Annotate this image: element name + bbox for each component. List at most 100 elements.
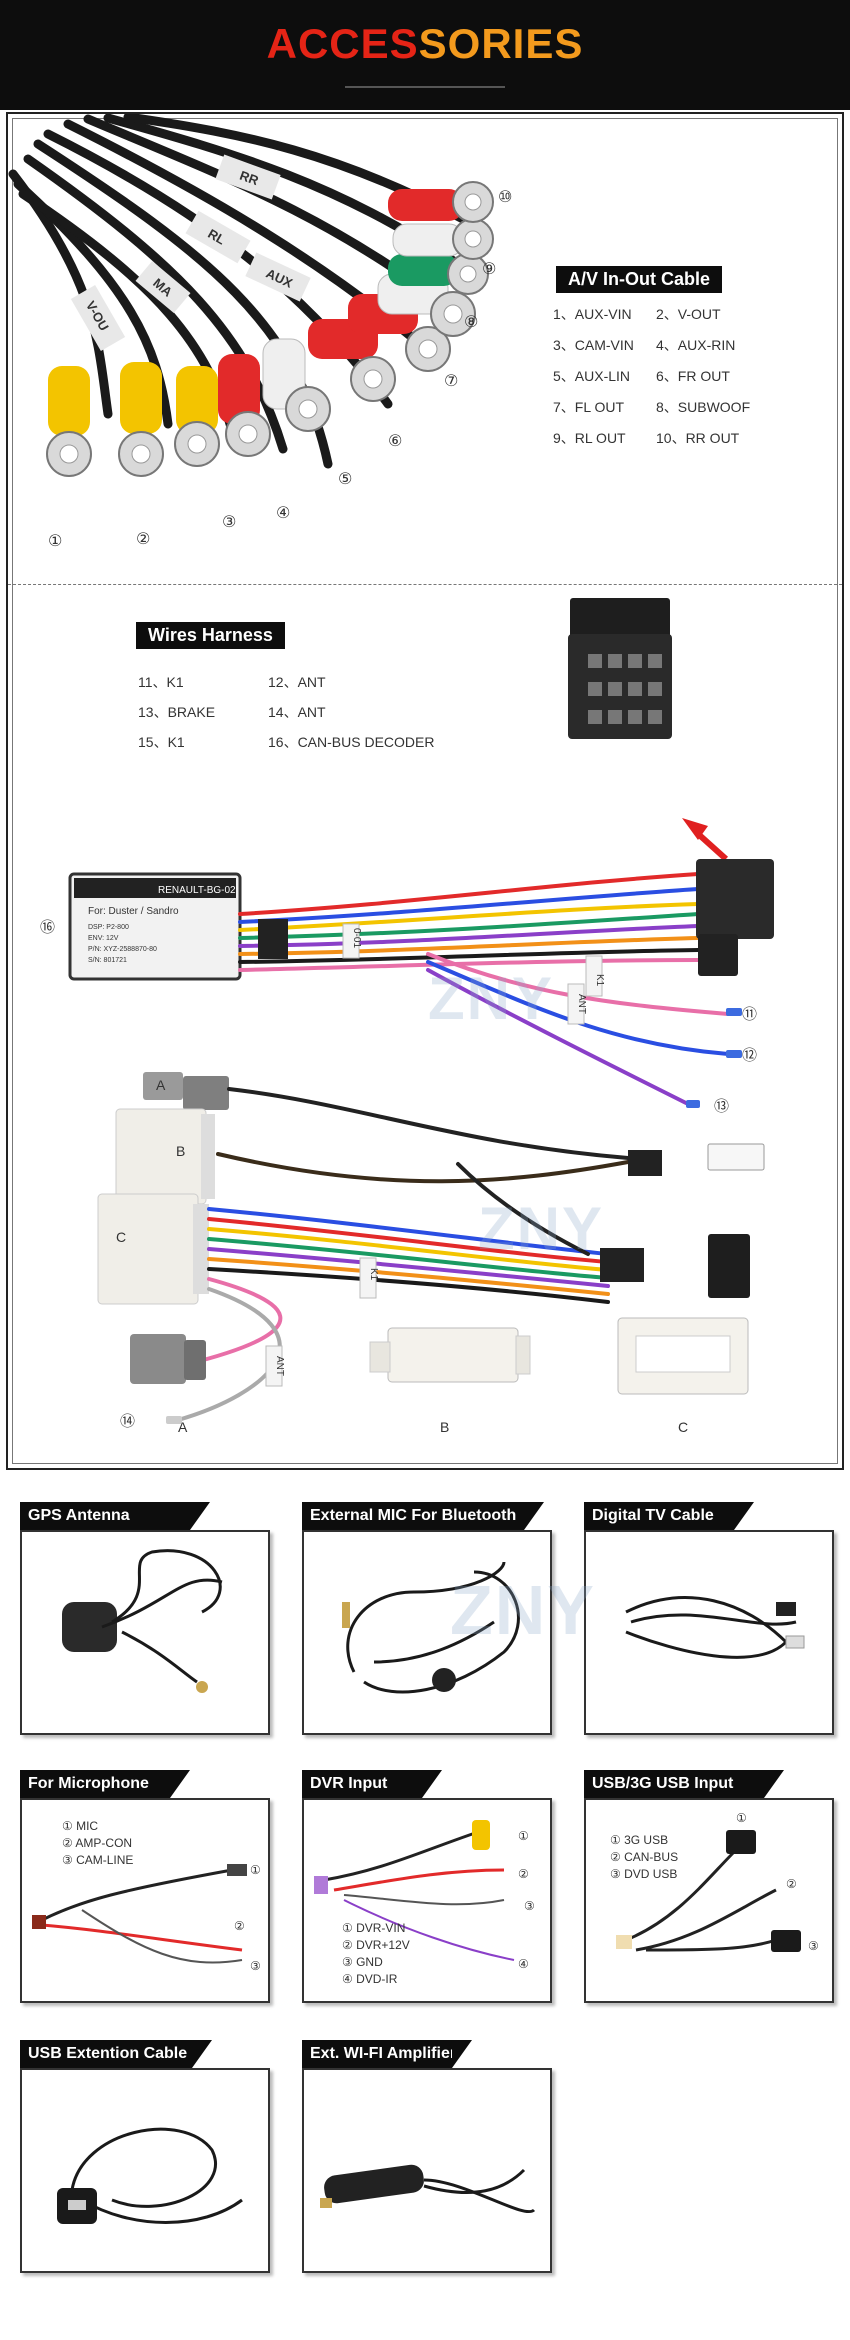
dvr-callout-2: ② [518,1867,529,1881]
callout-14: ⑭ [120,1412,135,1430]
mic-item-1: ① MIC [62,1819,99,1833]
cable-6 [43,129,393,409]
card-wifi-amplifier [302,2068,552,2273]
harness-item-16: 16、CAN-BUS DECODER [268,734,435,750]
harness-item-12: 12、ANT [268,674,326,690]
title-underline [345,86,505,88]
connector-detail-b [369,1327,531,1383]
harness-connector-a [143,1072,229,1110]
mic-callout-1: ① [250,1863,261,1877]
callout-9: ⑨ [482,259,496,278]
upper-wire-sleeve [258,919,288,959]
av-item-10: 10、RR OUT [656,430,740,446]
main-panel: RR RL MA V-OU AUX [6,112,844,1470]
iso-connector [568,598,672,739]
connector-label-c: C [678,1419,688,1435]
decoder-line-1: DSP: P2-800 [88,924,129,931]
connector-label-b: B [440,1419,449,1435]
decoder-line-2: ENV: 12V [88,935,119,942]
lower-black-connector [708,1234,750,1298]
digital-tv-cable-image [625,1596,805,1659]
dvr-item-1: ① DVR-VIN [342,1921,406,1935]
decoder-line-3: P/N: XYZ-2588870-80 [88,946,157,953]
card-title-usb-3g: USB/3G USB Input [584,1770,784,1798]
microphone-cable-image: ① ② ③ [32,1863,261,1973]
section-divider [8,584,842,585]
page-title-part1: ACCES [266,20,419,67]
wifi-amplifier-image [320,2164,536,2214]
decoder-line-4: S/N: 801721 [88,957,127,964]
rca-plug-11 [388,181,494,223]
lower-harness-wires [176,1087,630,1422]
cable-tags [70,154,311,351]
harness-letter-b: B [176,1143,185,1159]
card-title-dvr-input: DVR Input [302,1770,442,1798]
av-item-5: 5、AUX-LIN [553,368,631,384]
callout-13: ⑬ [714,1097,729,1115]
harness-letter-a: A [156,1077,166,1093]
mic-callout-2: ② [234,1919,245,1933]
callout-4: ④ [276,503,290,522]
wire-tag-k1-lower: K1 [368,1268,379,1281]
harness-connector-b [115,1108,215,1205]
lower-wire-tags [265,1257,377,1387]
rca-plug-10 [392,218,494,260]
dvr-callout-1: ① [518,1829,529,1843]
callout-10: ⑩ [498,187,512,206]
callout-6: ⑥ [388,431,402,450]
callout-16: ⑯ [40,918,55,936]
av-item-8: 8、SUBWOOF [656,399,751,415]
callout-5: ⑤ [338,469,352,488]
av-item-2: 2、V-OUT [656,306,721,322]
mic-callout-3: ③ [250,1959,261,1973]
external-mic-image [342,1561,520,1694]
card-title-external-mic: External MIC For Bluetooth [302,1502,544,1530]
av-item-4: 4、AUX-RIN [656,337,736,353]
card-external-mic [302,1530,552,1735]
callout-3: ③ [222,512,236,531]
card-usb-extension [20,2068,270,2273]
lower-wire-sleeve-2 [600,1248,644,1282]
upper-harness-wires [238,872,730,1106]
callout-12: ⑫ [742,1046,757,1064]
av-item-9: 9、RL OUT [553,430,626,446]
dvr-callout-3: ③ [524,1899,535,1913]
decoder-brand: RENAULT-BG-02 [158,885,236,896]
av-cable-illustration: RR RL MA V-OU AUX [8,114,512,550]
card-microphone: ① MIC ② AMP-CON ③ CAM-LINE ① ② ③ [20,1798,270,2003]
connector-label-a: A [178,1419,188,1435]
gps-antenna-image [62,1549,223,1693]
wire-tips [686,1008,742,1108]
card-title-digital-tv: Digital TV Cable [584,1502,754,1530]
wire-harness-illustration: RENAULT-BG-02 For: Duster / Sandro DSP: … [40,598,774,1435]
harness-item-13: 13、BRAKE [138,704,216,720]
dvr-item-3: ③ GND [342,1955,383,1969]
harness-item-11: 11、K1 [138,674,184,690]
harness-item-14: 14、ANT [268,704,326,720]
mic-item-2: ② AMP-CON [62,1836,133,1850]
av-item-6: 6、FR OUT [656,368,730,384]
rca-plug-1 [46,366,92,477]
cable-tag-rr: RR [238,168,261,189]
wire-tag-k1-upper: K1 [594,974,605,987]
arrow-icon [682,818,729,862]
harness-connector-c [97,1193,209,1305]
connector-detail-c [617,1317,749,1395]
page-title-part2: SORIES [418,20,584,67]
callout-2: ② [136,529,150,548]
rca-plug-4 [218,354,271,457]
card-title-microphone: For Microphone [20,1770,190,1798]
page-title: ACCESSORIES [0,20,850,68]
header-banner: ACCESSORIES [0,0,850,110]
main-panel-inner-frame [12,118,838,1464]
usb3g-item-2: ② CAN-BUS [610,1850,679,1864]
decoder-for: For: Duster / Sandro [88,906,179,917]
av-cable-label: A/V In-Out Cable [556,266,723,293]
upper-right-connector [696,859,774,939]
card-dvr-input: ① ② ③ ④ ① DVR-VIN ② DVR+12V ③ GND ④ DVD-… [302,1798,552,2003]
watermark-3: ZNY [450,1571,596,1649]
usb3g-item-1: ① 3G USB [610,1833,669,1847]
dvr-callout-4: ④ [518,1957,529,1971]
dvr-item-2: ② DVR+12V [342,1938,410,1952]
card-title-wifi-amplifier: Ext. WI-FI Amplifier [302,2040,472,2068]
